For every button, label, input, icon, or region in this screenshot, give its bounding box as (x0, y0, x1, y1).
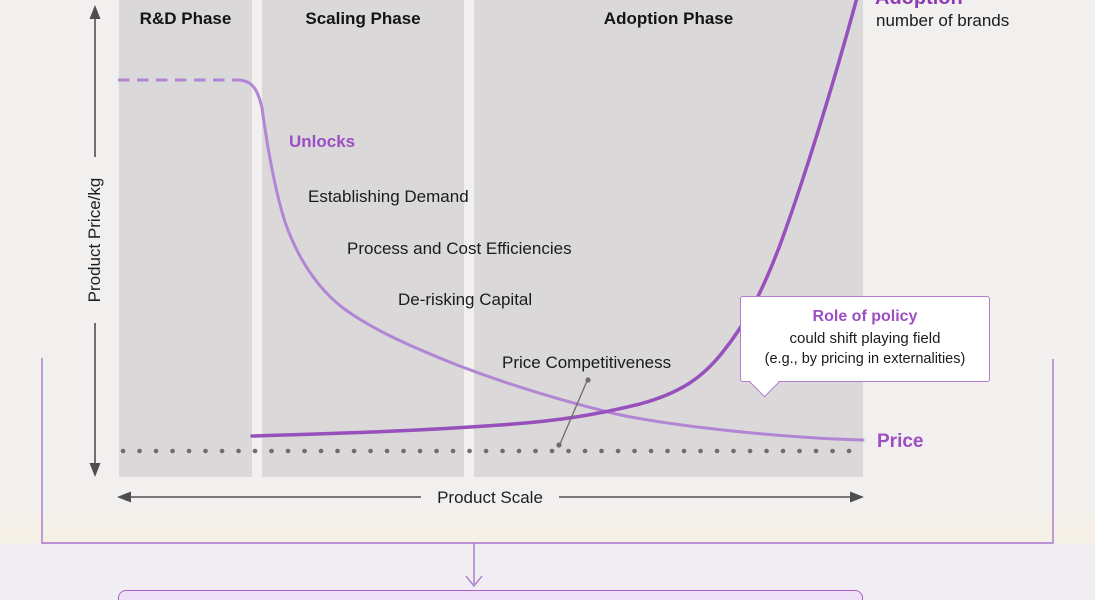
price-curve (235, 78, 865, 442)
adoption-phase-label: Adoption Phase (603, 9, 734, 28)
price-curve-label: Price (877, 431, 924, 452)
y-axis-down-arrow-icon (89, 463, 101, 477)
unlocks-title: Unlocks (289, 132, 356, 151)
unlock-item-establishing-demand: Establishing Demand (308, 187, 469, 206)
adoption-curve (250, 0, 859, 438)
y-axis-up-arrow-icon (89, 5, 101, 19)
adoption-curve-sublabel: number of brands (876, 11, 1010, 30)
scaling-phase-label: Scaling Phase (305, 9, 421, 28)
unlock-item-de-risking-capital: De-risking Capital (398, 290, 533, 309)
adoption-curve-label: Adoption (875, 0, 963, 10)
panel-scaling-phase: Scaling Phase (262, 0, 464, 477)
x-axis-label: Product Scale (437, 488, 543, 507)
callout-line-1: could shift playing field (789, 330, 941, 347)
unlock-item-price-competitiveness: Price Competitiveness (502, 353, 672, 372)
y-axis-label: Product Price/kg (85, 177, 104, 303)
unlock-item-process-cost-efficiencies: Process and Cost Efficiencies (347, 239, 572, 258)
price-competitiveness-connector (556, 377, 591, 448)
panel-adoption-phase: Adoption Phase (474, 0, 863, 477)
callout-title: Role of policy (812, 308, 918, 325)
x-axis-left-arrow-icon (117, 491, 131, 503)
role-of-policy-callout: Role of policy could shift playing field… (740, 296, 990, 382)
summary-bracket (41, 358, 1054, 544)
bottom-summary-box (118, 590, 863, 600)
down-arrow-icon (465, 575, 483, 588)
x-axis-right-arrow-icon (850, 491, 864, 503)
callout-line-2: (e.g., by pricing in externalities) (764, 351, 966, 367)
rd-phase-label: R&D Phase (139, 9, 232, 28)
